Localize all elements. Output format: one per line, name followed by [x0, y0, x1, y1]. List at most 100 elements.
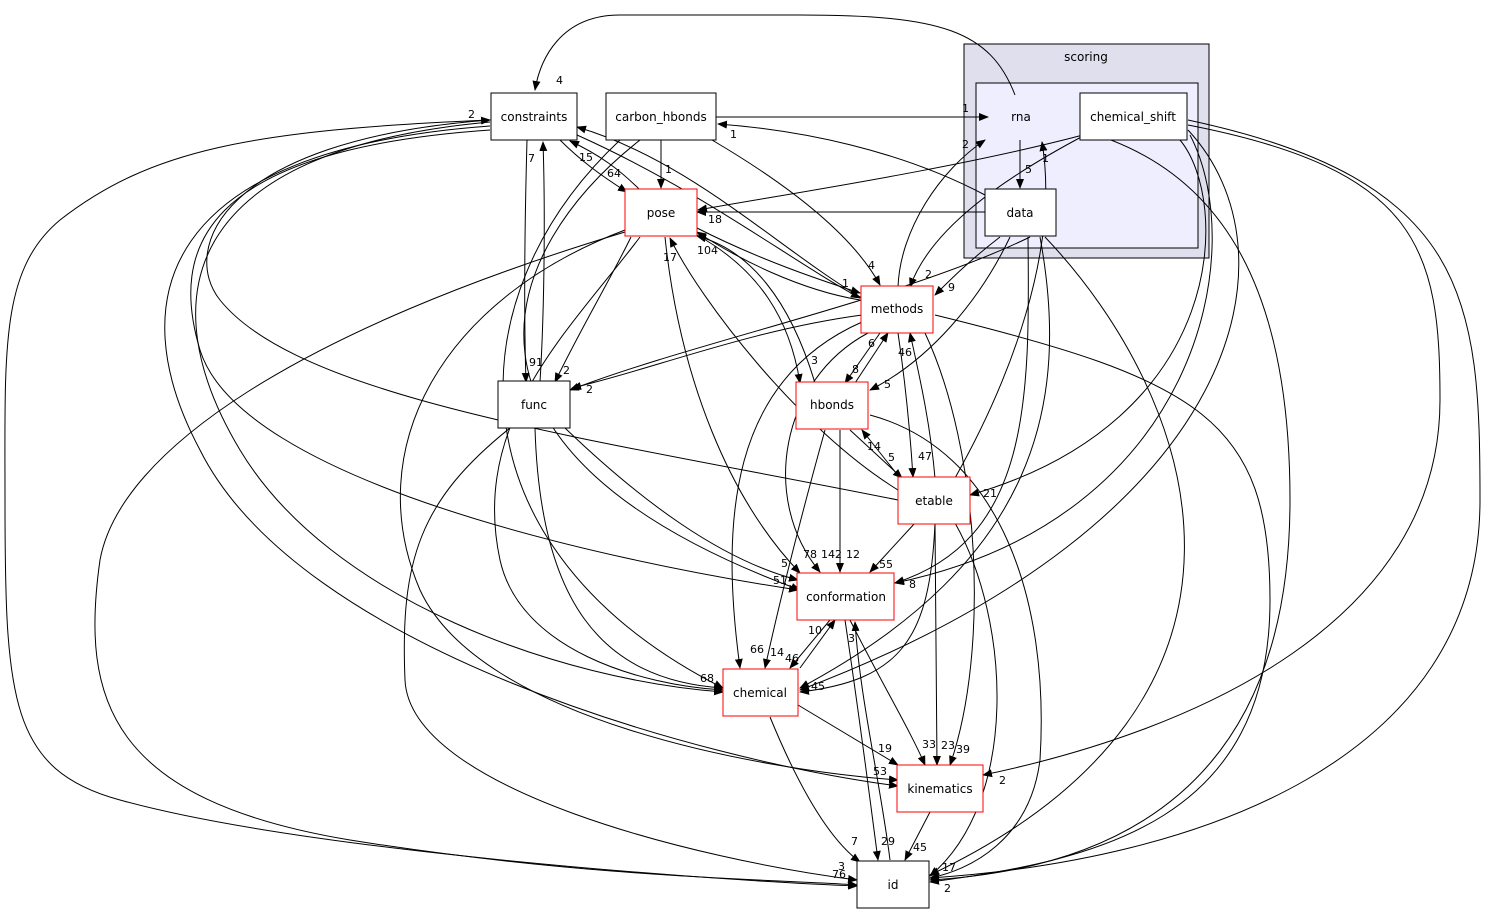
edge-chemical-conformation	[799, 619, 836, 669]
edge-data-methods	[934, 236, 1001, 296]
edge-label: 21	[983, 487, 997, 500]
edge-pose-hbonds	[696, 234, 803, 384]
node-carbon-hbonds[interactable]: carbon_hbonds	[605, 92, 717, 141]
svg-text:conformation: conformation	[806, 590, 886, 604]
node-data[interactable]: data	[984, 188, 1057, 237]
edge-label: 18	[708, 213, 722, 226]
edge-kinematics-id	[904, 811, 931, 861]
edge-chemical-shift-etable	[969, 139, 1207, 497]
edge-label: 64	[607, 167, 621, 180]
edge-label: 10	[808, 624, 822, 637]
edge-label: 3	[848, 632, 855, 645]
node-id[interactable]: id	[856, 860, 930, 909]
edge-hbonds-pose	[696, 234, 816, 384]
edge-label: 7	[528, 152, 535, 165]
edge-label: 1	[1042, 152, 1049, 165]
node-constraints[interactable]: constraints	[490, 92, 578, 141]
edge-label: 17	[663, 251, 677, 264]
node-methods[interactable]: methods	[860, 285, 934, 334]
node-etable[interactable]: etable	[897, 476, 971, 525]
edge-label: 2	[944, 882, 951, 895]
edge-constraints-id	[4, 119, 858, 890]
edge-id-conformation	[851, 621, 891, 861]
edge-label: 2	[925, 268, 932, 281]
edge-label: 2	[962, 138, 969, 151]
edge-label: 29	[881, 835, 895, 848]
node-chemical[interactable]: chemical	[722, 668, 799, 717]
edge-hbonds-methods	[854, 332, 889, 384]
edge-conformation-chemical	[789, 619, 831, 669]
edge-label: 4	[868, 259, 875, 272]
edge-rna-constraints	[532, 14, 1016, 96]
edge-etable-carbon	[717, 120, 986, 196]
edge-constraints-methods	[576, 134, 861, 299]
edge-label: 5	[884, 378, 891, 391]
edge-methods-chemical	[731, 321, 863, 669]
node-hbonds[interactable]: hbonds	[795, 381, 869, 430]
edge-label: 45	[811, 680, 825, 693]
edge-hbonds-chemical	[763, 429, 826, 669]
edge-label: 4	[556, 74, 563, 87]
edge-label: 6	[868, 337, 875, 350]
edge-label: 45	[913, 841, 927, 854]
svg-text:chemical: chemical	[733, 686, 787, 700]
edge-rna-id	[929, 129, 1291, 884]
svg-text:chemical_shift: chemical_shift	[1090, 110, 1176, 124]
edge-pose-constraints	[569, 140, 641, 191]
edge-label: 46	[898, 346, 912, 359]
edge-label: 142	[821, 548, 842, 561]
edge-pose-chemical	[494, 236, 724, 694]
edge-label: 68	[700, 672, 714, 685]
edge-methods-hbonds	[844, 332, 881, 384]
edge-etable-hbonds	[861, 429, 901, 479]
edge-data-conformation	[894, 236, 1029, 585]
node-rna[interactable]: rna	[1011, 110, 1031, 124]
edge-label: 9	[948, 281, 955, 294]
edge-label: 2	[563, 364, 570, 377]
edge-label: 78	[803, 548, 817, 561]
edge-labels: 4 2 1 1 5 18 2 9 5 64 15 7 91 1 4 2 1 1 …	[468, 74, 1049, 895]
node-chemical-shift[interactable]: chemical_shift	[1079, 92, 1188, 141]
edge-label: 15	[579, 151, 593, 164]
edge-label: 53	[873, 765, 887, 778]
node-kinematics[interactable]: kinematics	[896, 764, 984, 813]
edge-constraints-chemical	[195, 121, 724, 696]
edge-chemical-shift-id	[929, 119, 1481, 882]
edge-pose-conformation	[664, 236, 801, 574]
edge-label: 76	[832, 868, 846, 881]
edge-etable-conformation	[869, 522, 916, 573]
edge-data-func	[569, 236, 1031, 391]
edge-carbon-conformation	[523, 139, 801, 591]
edge-label: 8	[852, 363, 859, 376]
edge-etable-id	[929, 522, 998, 877]
svg-text:hbonds: hbonds	[810, 398, 854, 412]
edge-etable-constraints	[206, 116, 899, 501]
edge-methods-rna	[897, 139, 986, 288]
edge-label: 8	[909, 578, 916, 591]
svg-text:carbon_hbonds: carbon_hbonds	[615, 110, 707, 124]
edge-func-chemical	[534, 427, 724, 692]
edge-methods-etable	[897, 332, 917, 478]
edge-label: 2	[999, 774, 1006, 787]
edges	[4, 14, 1481, 890]
edge-constraints-func	[521, 139, 530, 383]
edge-chemical-shift-methods	[909, 134, 1086, 288]
edge-etable-pose	[669, 237, 899, 491]
edge-chemical-id	[769, 716, 861, 863]
node-func[interactable]: func	[497, 380, 571, 429]
edge-label: 2	[586, 383, 593, 396]
scoring-cluster-label: scoring	[1064, 50, 1108, 64]
edge-label: 2	[468, 108, 475, 121]
edge-label: 1	[842, 277, 849, 290]
svg-text:data: data	[1006, 206, 1033, 220]
edge-label: 5	[781, 557, 788, 570]
edge-constraints-conformation	[190, 129, 799, 593]
edge-label: 12	[846, 548, 860, 561]
node-pose[interactable]: pose	[624, 188, 698, 237]
node-conformation[interactable]: conformation	[796, 572, 895, 621]
edge-etable-kinematics	[932, 522, 941, 766]
edge-methods-func	[571, 314, 863, 390]
edge-label: 104	[697, 244, 718, 257]
edge-data-id	[929, 236, 1185, 876]
